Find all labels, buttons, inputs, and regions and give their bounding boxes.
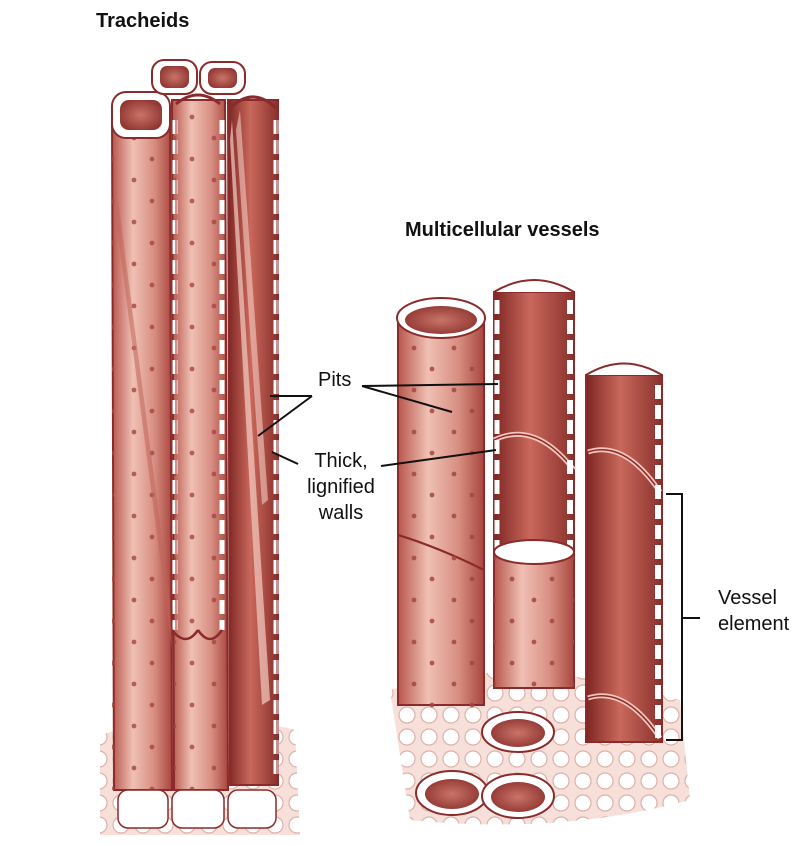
pits-leader-2 bbox=[257, 395, 313, 437]
vessel-label-line-2: element bbox=[718, 613, 790, 635]
walls-label-line-3: walls bbox=[318, 502, 364, 524]
vessel-middle-upper bbox=[493, 291, 575, 553]
pits-leader-4 bbox=[361, 385, 453, 413]
vessel-element-label: Vessel element bbox=[718, 585, 810, 637]
pits-leader-3 bbox=[361, 383, 499, 387]
walls-leader-2 bbox=[380, 449, 497, 467]
pits-label: Pits bbox=[318, 369, 352, 391]
walls-label: Thick, lignified walls bbox=[296, 448, 386, 526]
vessel-element-bracket bbox=[666, 493, 700, 741]
walls-label-line-2: lignified bbox=[307, 476, 375, 498]
vessel-group bbox=[390, 279, 690, 825]
vessel-label-line-1: Vessel bbox=[718, 587, 777, 609]
walls-label-line-1: Thick, bbox=[314, 450, 368, 472]
vessel-right bbox=[585, 374, 663, 743]
leader-lines bbox=[257, 383, 700, 741]
walls-leader-1 bbox=[271, 451, 299, 465]
vessels-title: Multicellular vessels bbox=[405, 219, 600, 241]
tracheids-title: Tracheids bbox=[96, 10, 190, 32]
tracheid-group bbox=[100, 59, 300, 835]
